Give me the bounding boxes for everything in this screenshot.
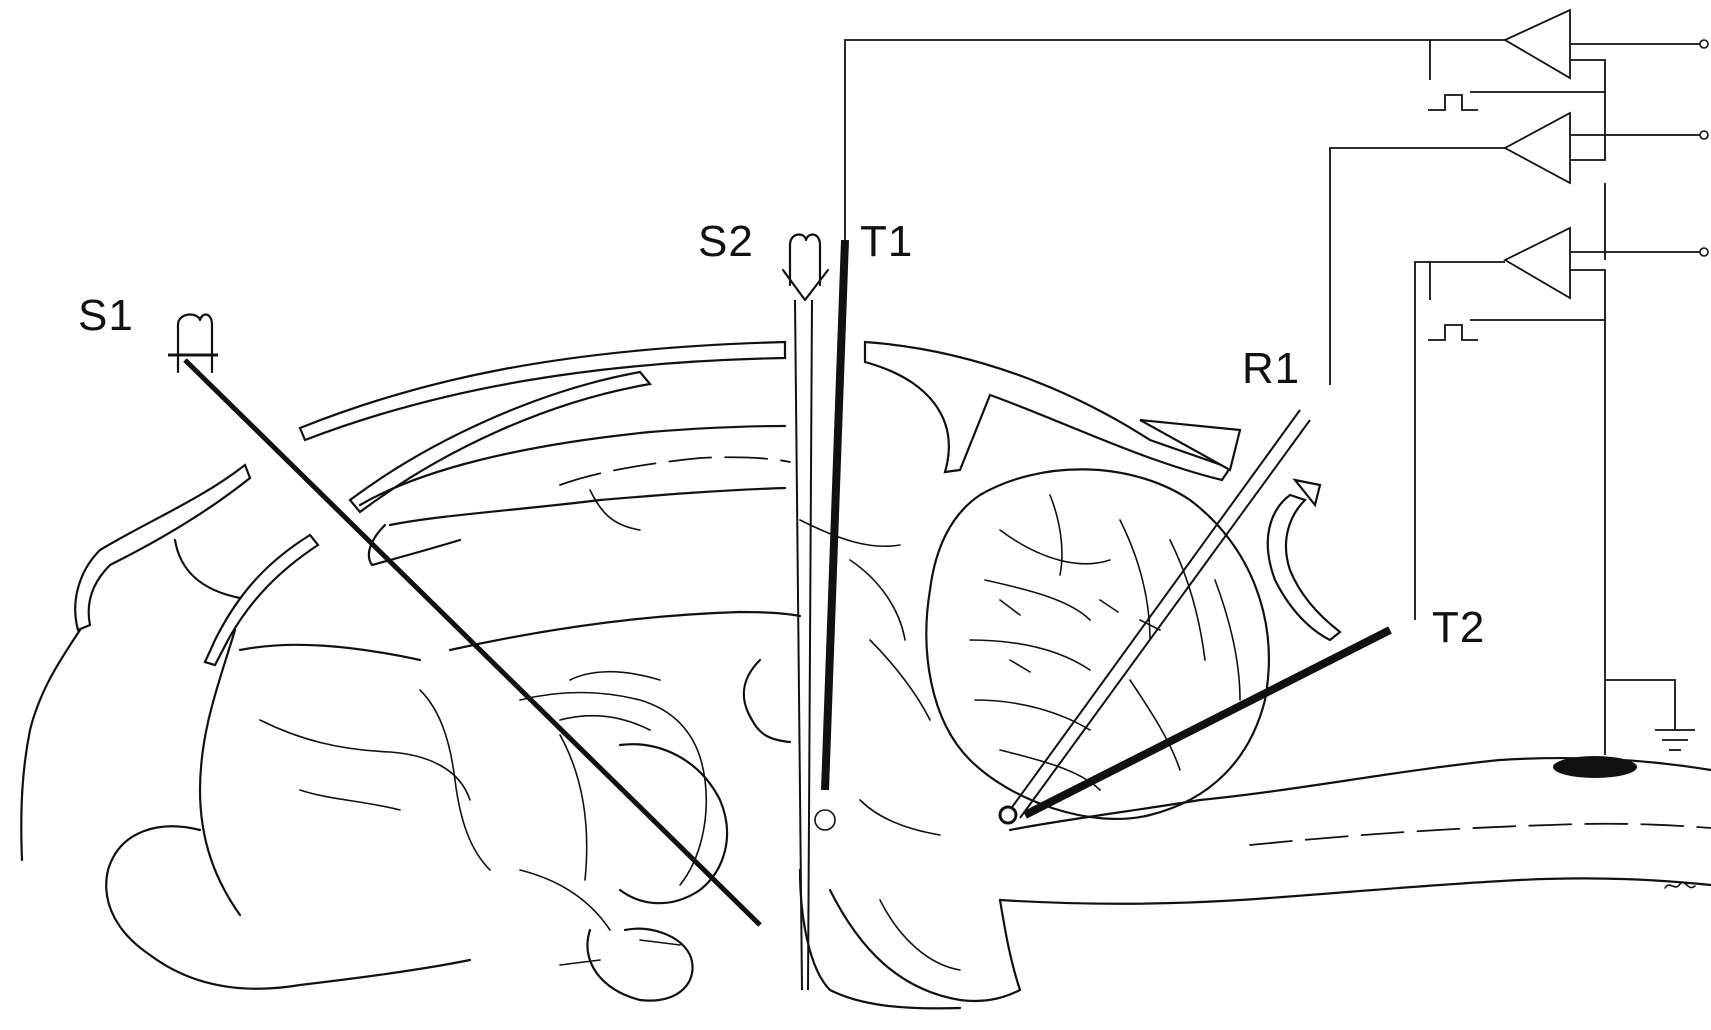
s2-electrode-left	[795, 300, 802, 990]
circuit	[845, 10, 1708, 888]
brainstem	[800, 758, 1711, 1008]
label-t1: T1	[860, 217, 913, 266]
ground-icon	[1655, 730, 1695, 750]
label-r1: R1	[1242, 344, 1300, 393]
amplifier-2-triangle	[1505, 113, 1570, 183]
t2-electrode	[1025, 630, 1390, 815]
pulse-2-icon	[1428, 262, 1478, 340]
reference-electrode	[1553, 756, 1637, 778]
output-3-terminal	[1700, 248, 1708, 256]
recording-site	[1000, 807, 1016, 823]
label-s1: S1	[78, 291, 134, 340]
output-2-terminal	[1700, 131, 1708, 139]
cerebellum	[926, 469, 1268, 819]
label-s2: S2	[698, 217, 754, 266]
amplifier-3-triangle	[1505, 228, 1570, 298]
s2-electrode-right	[808, 300, 812, 990]
s2-tip	[815, 810, 835, 830]
label-t2: T2	[1432, 603, 1485, 652]
s1-connector	[178, 315, 212, 372]
amplifier-1-triangle	[1505, 10, 1570, 78]
s2-connector	[790, 235, 820, 285]
pulse-1-icon	[1428, 40, 1478, 110]
r1-electrode-b	[1020, 420, 1310, 818]
t1-electrode	[825, 240, 845, 790]
s1-electrode	[185, 360, 760, 925]
output-1-terminal	[1700, 40, 1708, 48]
labels: S1 S2 T1 R1 T2	[78, 217, 1485, 652]
